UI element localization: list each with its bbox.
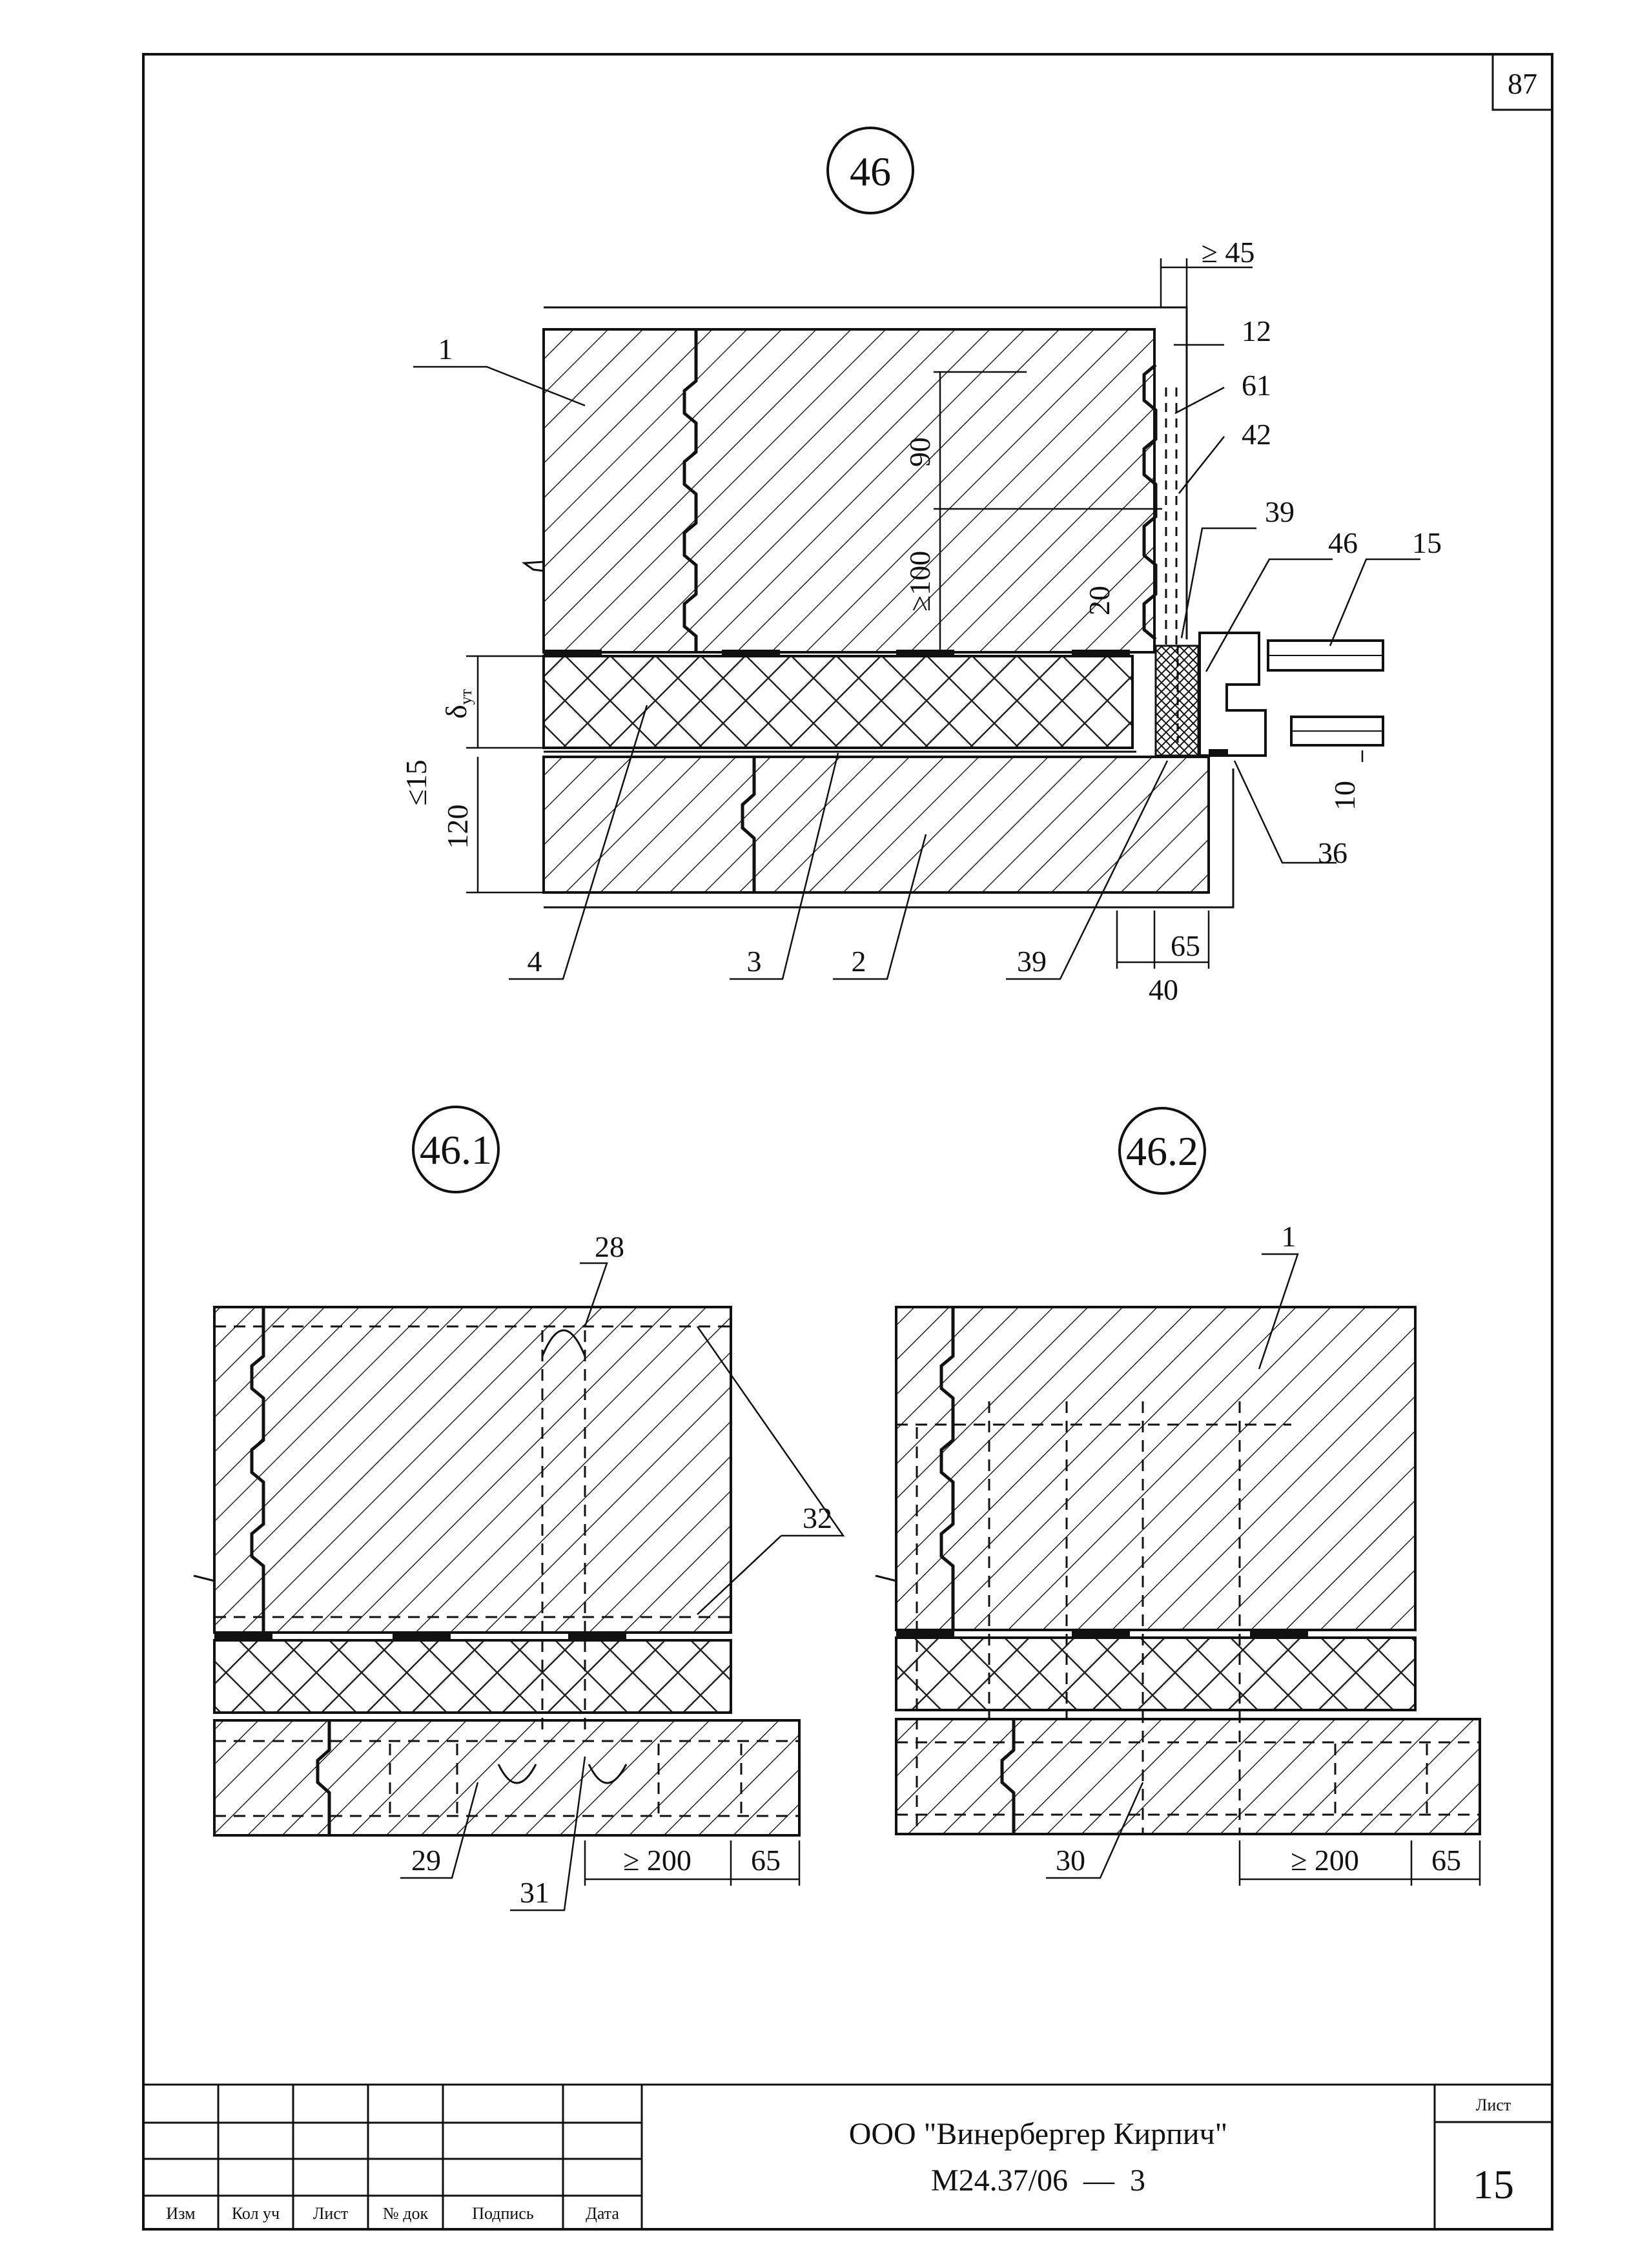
label-29: 29 bbox=[411, 1844, 441, 1877]
label-12: 12 bbox=[1242, 314, 1271, 347]
tb-col-izm: Изм bbox=[166, 2204, 195, 2223]
label-36: 36 bbox=[1318, 836, 1347, 869]
sheet-number: 15 bbox=[1473, 2161, 1514, 2207]
adhesive-spots bbox=[544, 650, 1130, 657]
detail-46-2-number: 46.2 bbox=[1126, 1128, 1198, 1174]
tb-col-doc: № док bbox=[383, 2204, 429, 2223]
upper-masonry bbox=[521, 328, 1158, 654]
detail-46-2-marker: 46.2 bbox=[1118, 1107, 1206, 1195]
tb-col-kol: Кол уч bbox=[232, 2204, 280, 2223]
sheet-label: Лист bbox=[1476, 2096, 1511, 2114]
tb-col-list: Лист bbox=[313, 2204, 348, 2223]
label-3: 3 bbox=[747, 945, 762, 978]
dim-90: 90 bbox=[903, 437, 936, 467]
dim-65-b: 65 bbox=[1431, 1844, 1461, 1877]
dim-10: 10 bbox=[1328, 781, 1361, 810]
detail-46-leaders bbox=[413, 344, 1420, 980]
detail-46-drawing: 1 12 61 42 39 46 15 36 4 3 2 39 ≥ 45 90 … bbox=[400, 236, 1442, 1006]
dim-200-b: ≥ 200 bbox=[1291, 1844, 1359, 1877]
label-39-top: 39 bbox=[1265, 495, 1295, 528]
lower-masonry bbox=[542, 756, 1210, 894]
label-30: 30 bbox=[1056, 1844, 1085, 1877]
dim-65: 65 bbox=[1171, 929, 1200, 962]
label-2: 2 bbox=[852, 945, 866, 978]
label-39-bottom: 39 bbox=[1017, 945, 1047, 978]
dim-200-a: ≥ 200 bbox=[623, 1844, 691, 1877]
document-code: М24.37/06—3 bbox=[931, 2163, 1145, 2198]
label-61: 61 bbox=[1242, 369, 1271, 402]
detail-46-dimensions bbox=[466, 258, 1364, 969]
title-block bbox=[143, 2083, 1552, 2229]
label-28: 28 bbox=[595, 1230, 624, 1263]
dim-15: ≤15 bbox=[400, 759, 433, 805]
detail-46-1-marker: 46.1 bbox=[412, 1106, 500, 1193]
tb-col-sign: Подпись bbox=[472, 2204, 534, 2223]
detail-46-1-drawing: 28 32 29 31 ≥ 200 65 bbox=[193, 1230, 845, 1912]
dim-20: 20 bbox=[1083, 586, 1116, 615]
label-1-b: 1 bbox=[1282, 1220, 1296, 1253]
page-number: 87 bbox=[1508, 67, 1537, 100]
label-31: 31 bbox=[520, 1876, 549, 1909]
dim-40: 40 bbox=[1149, 973, 1178, 1006]
detail-46-marker: 46 bbox=[826, 127, 914, 214]
dim-45: ≥ 45 bbox=[1202, 236, 1255, 269]
dim-insulation: δут bbox=[440, 689, 475, 719]
window-frame bbox=[1154, 387, 1384, 757]
detail-46-1-number: 46.1 bbox=[420, 1127, 492, 1173]
label-15: 15 bbox=[1412, 526, 1442, 559]
label-46: 46 bbox=[1328, 526, 1358, 559]
label-42: 42 bbox=[1242, 418, 1271, 451]
detail-46-number: 46 bbox=[850, 149, 891, 194]
detail-46-2-drawing: 1 30 ≥ 200 65 bbox=[875, 1220, 1481, 1886]
insulation-layer bbox=[542, 655, 1134, 749]
label-1: 1 bbox=[438, 333, 453, 366]
dim-65-a: 65 bbox=[751, 1844, 781, 1877]
dim-100: ≥100 bbox=[903, 551, 936, 612]
sheet-frame bbox=[142, 53, 1553, 2231]
dim-120: 120 bbox=[441, 805, 474, 849]
label-4: 4 bbox=[527, 945, 542, 978]
company-name: ООО "Винербергер Кирпич" bbox=[849, 2117, 1228, 2151]
label-32: 32 bbox=[803, 1501, 832, 1534]
tb-col-date: Дата bbox=[586, 2204, 619, 2223]
